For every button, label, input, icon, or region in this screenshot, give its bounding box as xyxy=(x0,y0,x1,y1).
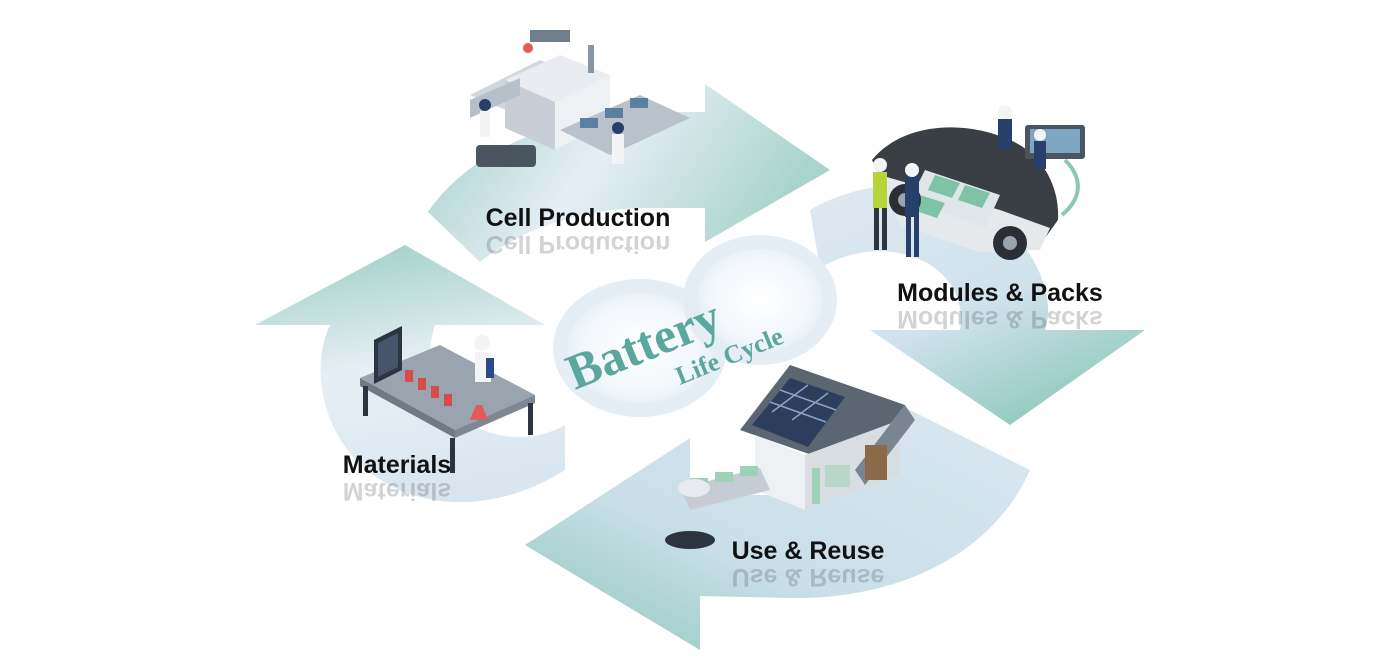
stage-use-reuse: Use & Reuse Use & Reuse xyxy=(732,537,885,591)
lab-bench-icon xyxy=(360,326,535,473)
stage-reflection-cell-production: Cell Production xyxy=(486,230,671,258)
stage-materials: Materials Materials xyxy=(343,451,451,505)
center-emblem: Battery Life Cycle xyxy=(553,235,837,417)
stage-label-use-reuse: Use & Reuse xyxy=(732,537,885,565)
stage-label-modules-packs: Modules & Packs xyxy=(897,279,1103,307)
arrow-right xyxy=(810,185,1145,425)
stage-modules-packs: Modules & Packs Modules & Packs xyxy=(897,279,1103,333)
stage-reflection-modules-packs: Modules & Packs xyxy=(897,305,1103,333)
stage-label-cell-production: Cell Production xyxy=(486,204,671,232)
arrow-bottom xyxy=(525,405,1030,650)
stage-reflection-materials: Materials xyxy=(343,477,451,505)
arrow-top xyxy=(428,84,830,262)
solar-house-icon xyxy=(665,365,915,549)
electric-car-icon xyxy=(872,105,1085,260)
stage-reflection-use-reuse: Use & Reuse xyxy=(732,563,885,591)
factory-icon xyxy=(470,30,690,167)
stage-label-materials: Materials xyxy=(343,451,451,479)
infinity-loop-right xyxy=(683,235,837,365)
stage-cell-production: Cell Production Cell Production xyxy=(486,204,671,258)
